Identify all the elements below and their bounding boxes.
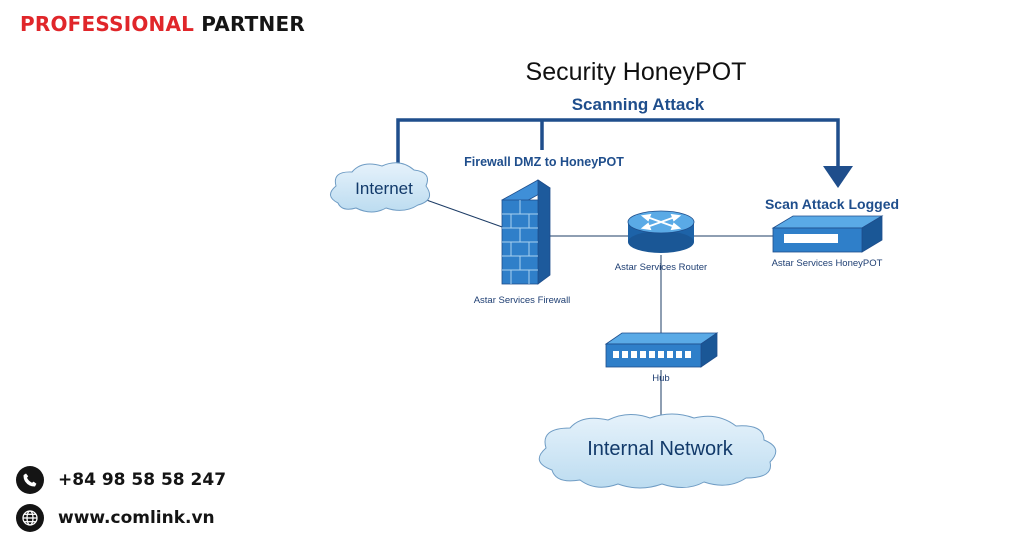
internal-network-cloud [538,413,777,489]
network-links [417,196,775,418]
router-label: Astar Services Router [615,262,707,273]
brand-title: PROFESSIONAL PARTNER [20,12,305,36]
scanning-attack-label: Scanning Attack [572,95,705,114]
internet-cloud [330,162,431,213]
globe-icon [16,504,44,532]
contact-phone: +84 98 58 58 247 [16,466,226,494]
scan-logged-label: Scan Attack Logged [765,196,899,212]
honeypot-server-icon [771,215,884,253]
firewall-label: Astar Services Firewall [474,295,571,306]
contact-website: www.comlink.vn [16,504,215,532]
firewall-icon [501,179,551,285]
hub-label: Hub [652,373,669,384]
firewall-dmz-label: Firewall DMZ to HoneyPOT [464,155,624,169]
brand-professional: PROFESSIONAL [20,12,195,36]
internal-network-label: Internal Network [587,438,734,460]
honeypot-label: Astar Services HoneyPOT [772,258,883,269]
brand-partner: PARTNER [201,12,305,36]
diagram-title: Security HoneyPOT [526,58,747,86]
scanning-attack-arrow [396,118,853,188]
hub-icon [604,332,719,368]
internet-label: Internet [355,179,413,198]
router-icon [627,210,695,253]
website-link[interactable]: www.comlink.vn [58,508,215,528]
phone-number[interactable]: +84 98 58 58 247 [58,470,227,490]
phone-icon [16,466,44,494]
